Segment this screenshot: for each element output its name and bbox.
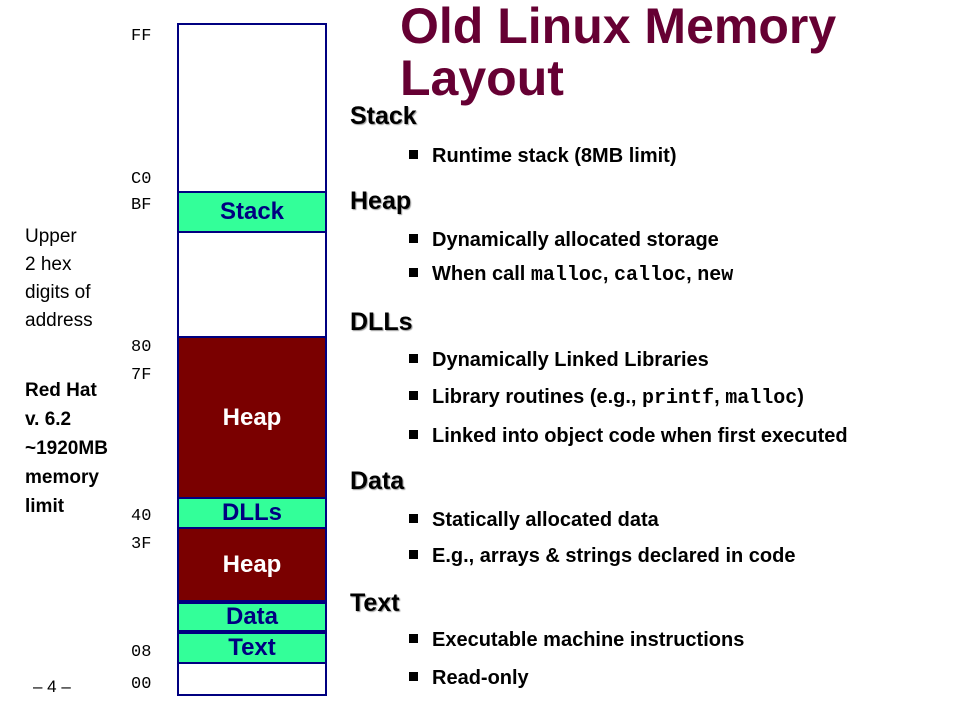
bullet-square-icon xyxy=(409,514,418,524)
redhat-note-line: ~1920MB xyxy=(25,438,108,459)
code-new: new xyxy=(697,264,734,287)
address-ff: FF xyxy=(131,27,152,46)
bullet-dlls-1: Dynamically Linked Libraries xyxy=(409,349,709,372)
address-7f: 7F xyxy=(131,366,152,385)
bullet-text-1: Executable machine instructions xyxy=(409,629,744,652)
bullet-text: Statically allocated data xyxy=(432,509,659,531)
segment-stack: Stack xyxy=(177,191,327,233)
segment-heap-lower-label: Heap xyxy=(222,550,282,578)
heading-text: Text xyxy=(350,589,400,617)
bullet-text: E.g., arrays & strings declared in code xyxy=(432,545,796,567)
heading-data: Data xyxy=(350,467,405,495)
title-line-2: Layout xyxy=(400,50,564,106)
bullet-dlls-3: Linked into object code when first execu… xyxy=(409,425,848,448)
separator: , xyxy=(602,263,615,285)
heading-dlls: DLLs xyxy=(350,308,413,336)
heading-stack: Stack xyxy=(350,102,417,130)
bullet-square-icon xyxy=(409,354,418,364)
code-malloc: malloc xyxy=(725,387,798,410)
segment-heap-upper-label: Heap xyxy=(222,403,282,431)
bullet-square-icon xyxy=(409,150,418,160)
bullet-stack-1: Runtime stack (8MB limit) xyxy=(409,145,676,168)
bullet-square-icon xyxy=(409,430,418,440)
bullet-text: ) xyxy=(797,386,804,408)
upper-note-line: Upper xyxy=(25,226,77,247)
bullet-text: Executable machine instructions xyxy=(432,629,745,651)
address-bf: BF xyxy=(131,196,152,215)
address-08: 08 xyxy=(131,643,152,662)
address-c0: C0 xyxy=(131,170,152,189)
segment-dlls-label: DLLs xyxy=(222,499,282,526)
code-malloc: malloc xyxy=(530,264,603,287)
code-calloc: calloc xyxy=(614,264,687,287)
bullet-text: Library routines (e.g., xyxy=(432,386,643,408)
redhat-note-line: limit xyxy=(25,496,65,517)
bullet-text: Read-only xyxy=(432,667,529,689)
redhat-note: Red Hat v. 6.2 ~1920MB memory limit xyxy=(25,376,108,521)
bullet-dlls-2: Library routines (e.g., printf, malloc) xyxy=(409,386,804,410)
redhat-note-line: Red Hat xyxy=(25,380,97,401)
redhat-note-line: v. 6.2 xyxy=(25,409,72,430)
segment-heap-upper: Heap xyxy=(177,336,327,499)
code-printf: printf xyxy=(642,387,715,410)
bullet-text: Linked into object code when first execu… xyxy=(432,425,848,447)
bullet-square-icon xyxy=(409,391,418,401)
heading-heap: Heap xyxy=(350,187,412,215)
upper-note-line: 2 hex xyxy=(25,254,72,275)
address-3f: 3F xyxy=(131,535,152,554)
bullet-square-icon xyxy=(409,672,418,682)
segment-heap-lower: Heap xyxy=(177,527,327,602)
title-line-1: Old Linux Memory xyxy=(400,0,837,54)
segment-text: Text xyxy=(177,632,327,664)
segment-text-label: Text xyxy=(228,634,276,661)
bullet-text-2: Read-only xyxy=(409,667,529,690)
bullet-square-icon xyxy=(409,234,418,244)
redhat-note-line: memory xyxy=(25,467,99,488)
upper-note-line: digits of xyxy=(25,282,91,303)
bullet-text: When call xyxy=(432,263,531,285)
bullet-square-icon xyxy=(409,634,418,644)
segment-data: Data xyxy=(177,602,327,632)
separator: , xyxy=(686,263,698,285)
bullet-square-icon xyxy=(409,550,418,560)
bullet-text: Runtime stack (8MB limit) xyxy=(432,145,677,167)
address-00: 00 xyxy=(131,675,152,694)
address-40: 40 xyxy=(131,507,152,526)
bullet-heap-2: When call malloc, calloc, new xyxy=(409,263,733,287)
bullet-square-icon xyxy=(409,268,418,278)
bullet-text: Dynamically allocated storage xyxy=(432,229,719,251)
separator: , xyxy=(714,386,726,408)
upper-digits-note: Upper 2 hex digits of address xyxy=(25,223,93,335)
bullet-data-2: E.g., arrays & strings declared in code xyxy=(409,545,795,568)
segment-data-label: Data xyxy=(225,603,279,630)
segment-dlls: DLLs xyxy=(177,497,327,529)
address-80: 80 xyxy=(131,338,152,357)
bullet-data-1: Statically allocated data xyxy=(409,509,659,532)
upper-note-line: address xyxy=(25,310,93,331)
bullet-text: Dynamically Linked Libraries xyxy=(432,349,709,371)
page-number: – 4 – xyxy=(33,677,71,696)
segment-stack-label: Stack xyxy=(219,198,285,225)
bullet-heap-1: Dynamically allocated storage xyxy=(409,229,719,252)
slide-title: Old Linux Memory Layout xyxy=(400,0,940,104)
